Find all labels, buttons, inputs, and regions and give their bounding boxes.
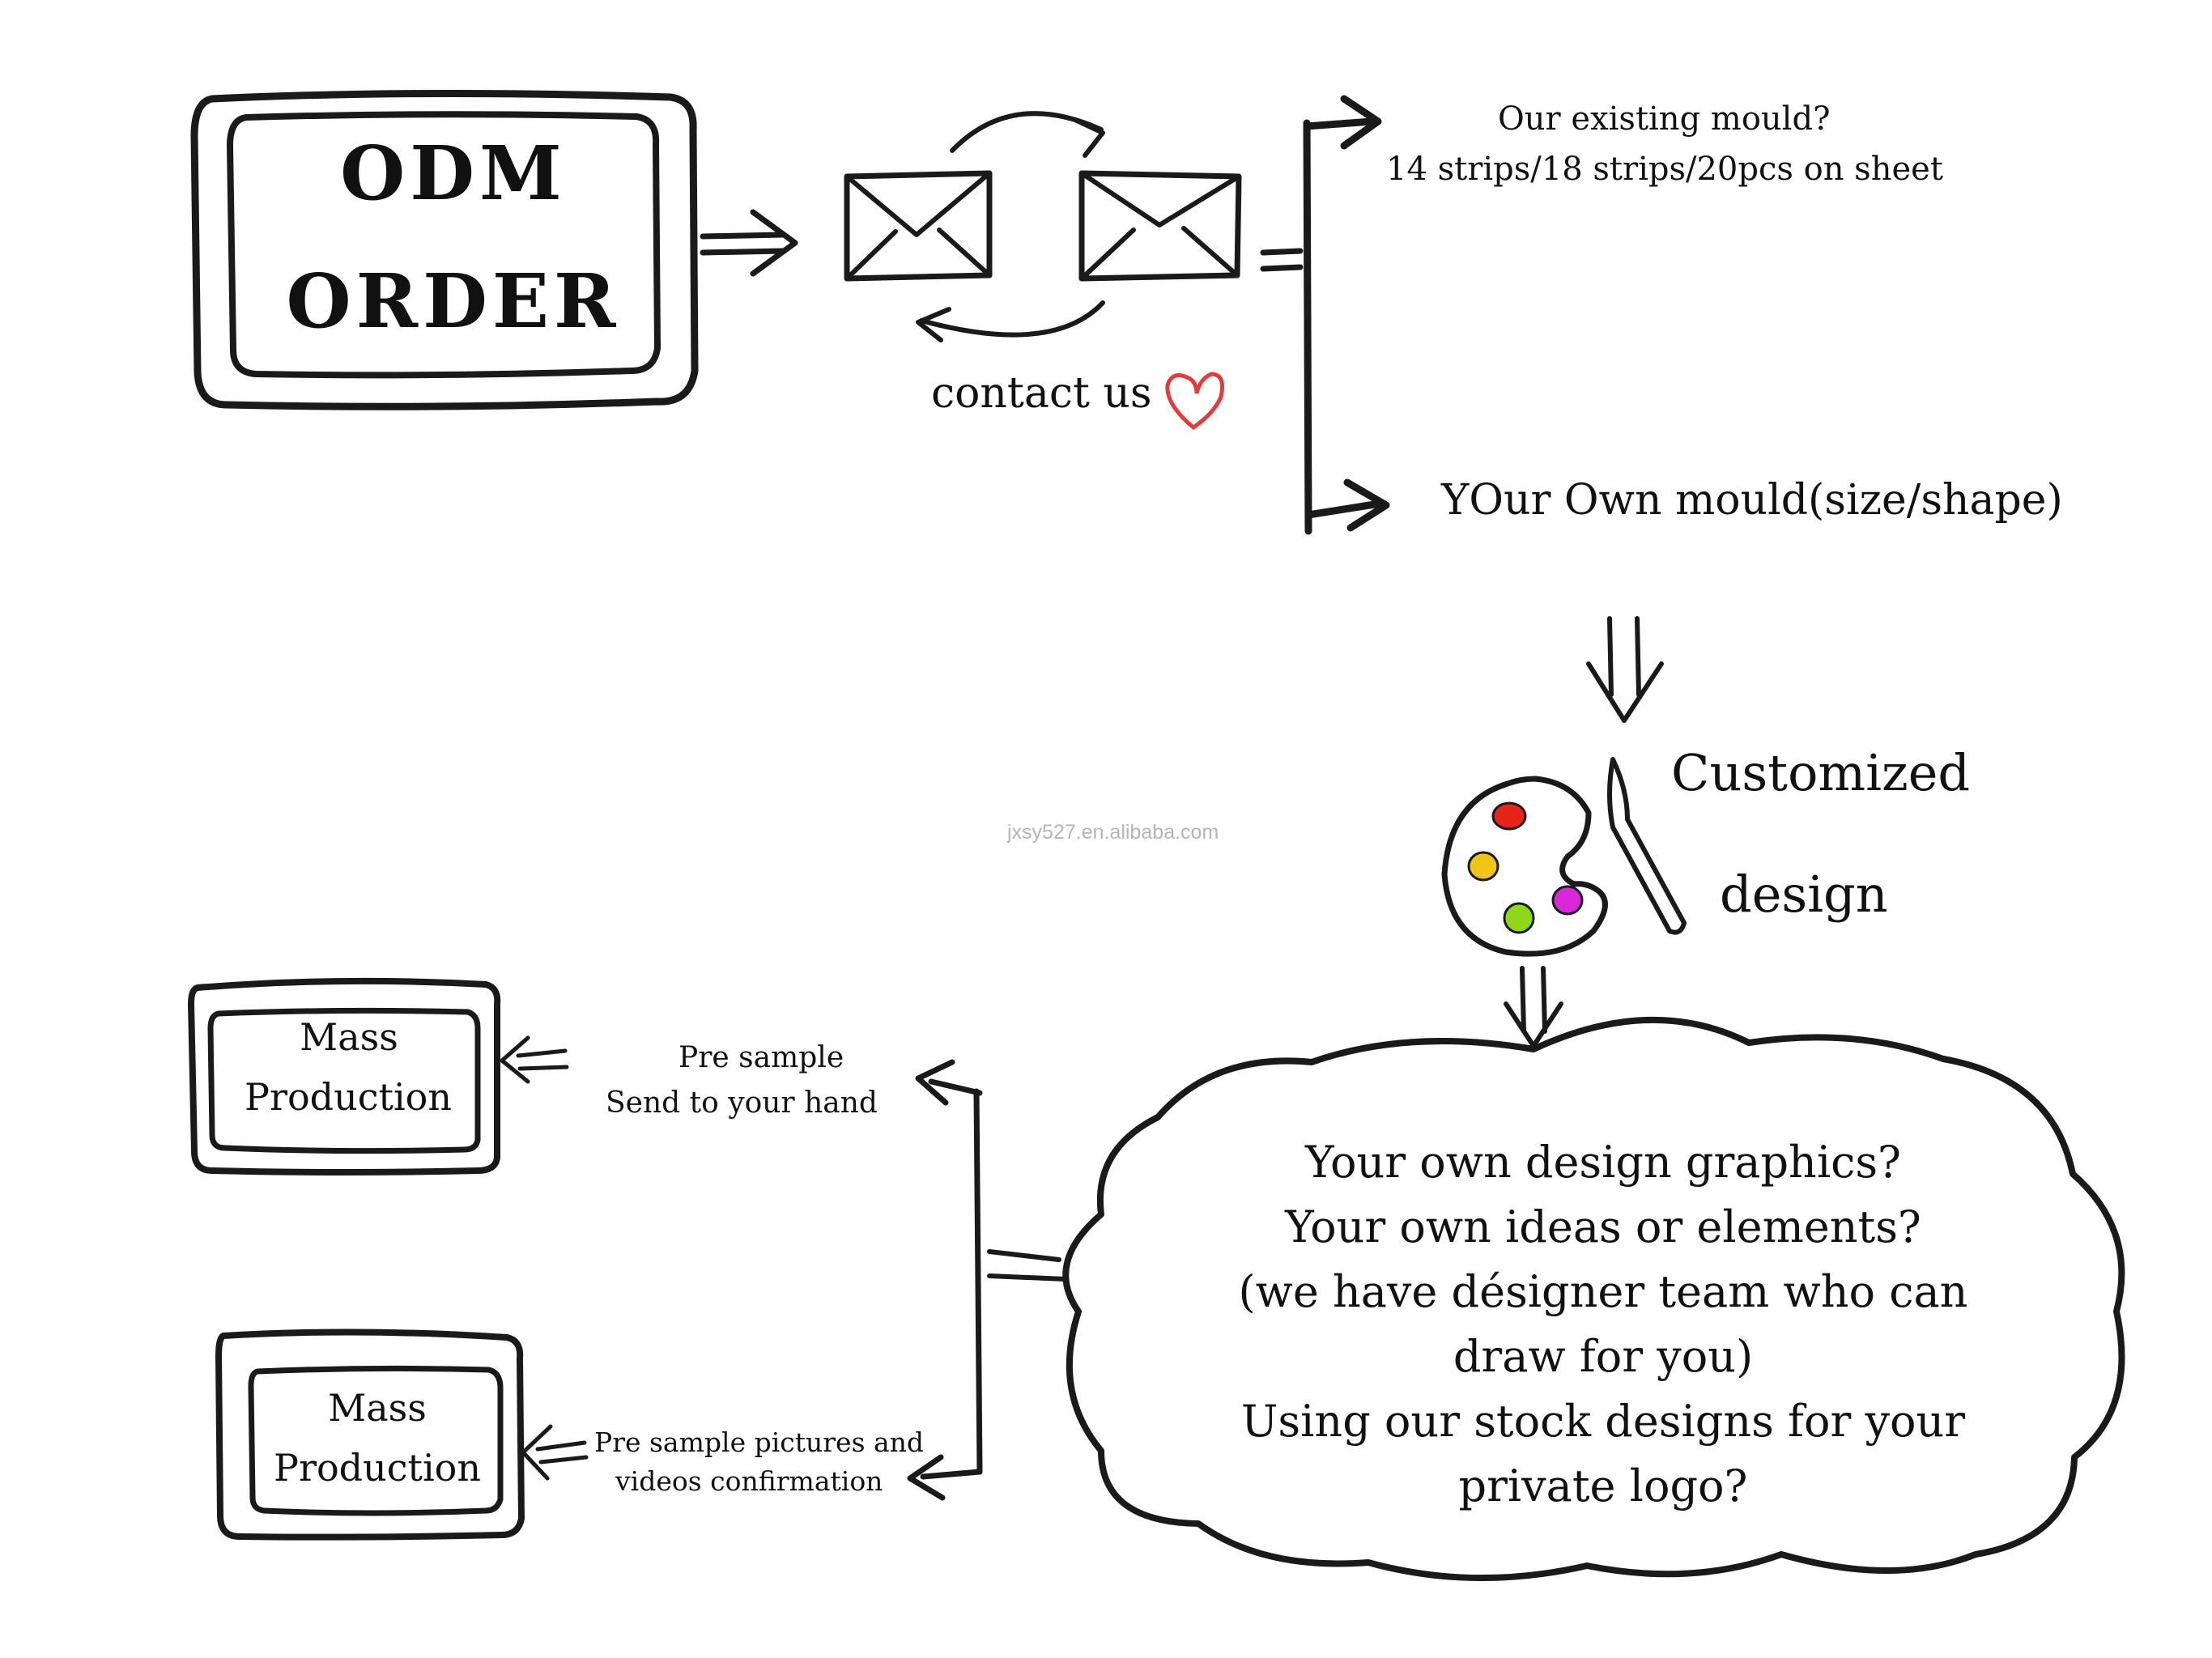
mass-top-line2: Production xyxy=(245,1075,452,1119)
down-arrow-cloud xyxy=(1504,966,1563,1048)
mass-bottom-line1: Mass xyxy=(328,1386,427,1430)
yellow-paint xyxy=(1467,851,1499,882)
mass-production-top-box xyxy=(188,977,501,1175)
cloud-line: private logo? xyxy=(1458,1460,1748,1511)
heart-icon xyxy=(1165,372,1224,431)
odm-title-line1: ODM xyxy=(340,130,567,217)
mass-branch xyxy=(907,1059,1068,1501)
red-paint xyxy=(1491,801,1527,831)
odm-title-line2: ORDER xyxy=(286,257,621,345)
options-branch xyxy=(1260,95,1390,535)
pre-sample-bottom-line1: Pre sample pictures and xyxy=(594,1426,925,1458)
magenta-paint xyxy=(1551,885,1584,916)
arrow-to-mass-bottom xyxy=(521,1424,589,1481)
own-mould-label: YOur Own mould(size/shape) xyxy=(1441,476,2063,525)
odm-order-box xyxy=(190,89,699,410)
odm-arrow xyxy=(700,209,798,277)
pre-sample-top-line1: Pre sample xyxy=(678,1041,844,1074)
cloud-line: Your own ideas or elements? xyxy=(1285,1201,1921,1252)
pre-sample-bottom-line2: videos confirmation xyxy=(615,1465,883,1497)
cloud-line: (we have désigner team who can xyxy=(1238,1266,1968,1317)
customized-label: Customized xyxy=(1671,743,1971,802)
pre-sample-top-line2: Send to your hand xyxy=(606,1086,878,1120)
down-arrow-customized xyxy=(1586,616,1664,723)
contact-us-label[interactable]: contact us xyxy=(931,369,1152,418)
mass-bottom-line2: Production xyxy=(274,1446,481,1490)
exchange-arrows xyxy=(916,111,1105,342)
cloud-line: Your own design graphics? xyxy=(1304,1137,1901,1188)
existing-mould-question: Our existing mould? xyxy=(1498,100,1831,138)
ideas-cloud xyxy=(1062,1016,2125,1582)
mass-top-line1: Mass xyxy=(300,1015,398,1059)
design-label: design xyxy=(1720,865,1888,924)
existing-mould-options: 14 strips/18 strips/20pcs on sheet xyxy=(1386,151,1943,188)
envelope-right-icon xyxy=(1078,170,1242,282)
green-paint xyxy=(1503,902,1535,934)
paint-palette-icon xyxy=(1441,776,1608,957)
paint-brush-icon xyxy=(1607,757,1687,935)
envelope-left-icon xyxy=(844,170,993,282)
watermark: jxsy527.en.alibaba.com xyxy=(1007,821,1219,844)
cloud-line: draw for you) xyxy=(1453,1331,1754,1382)
arrow-to-mass-top xyxy=(500,1035,569,1084)
cloud-text: Your own design graphics? Your own ideas… xyxy=(1182,1130,2024,1519)
mass-production-bottom-box xyxy=(215,1329,525,1541)
cloud-line: Using our stock designs for your xyxy=(1240,1396,1966,1447)
